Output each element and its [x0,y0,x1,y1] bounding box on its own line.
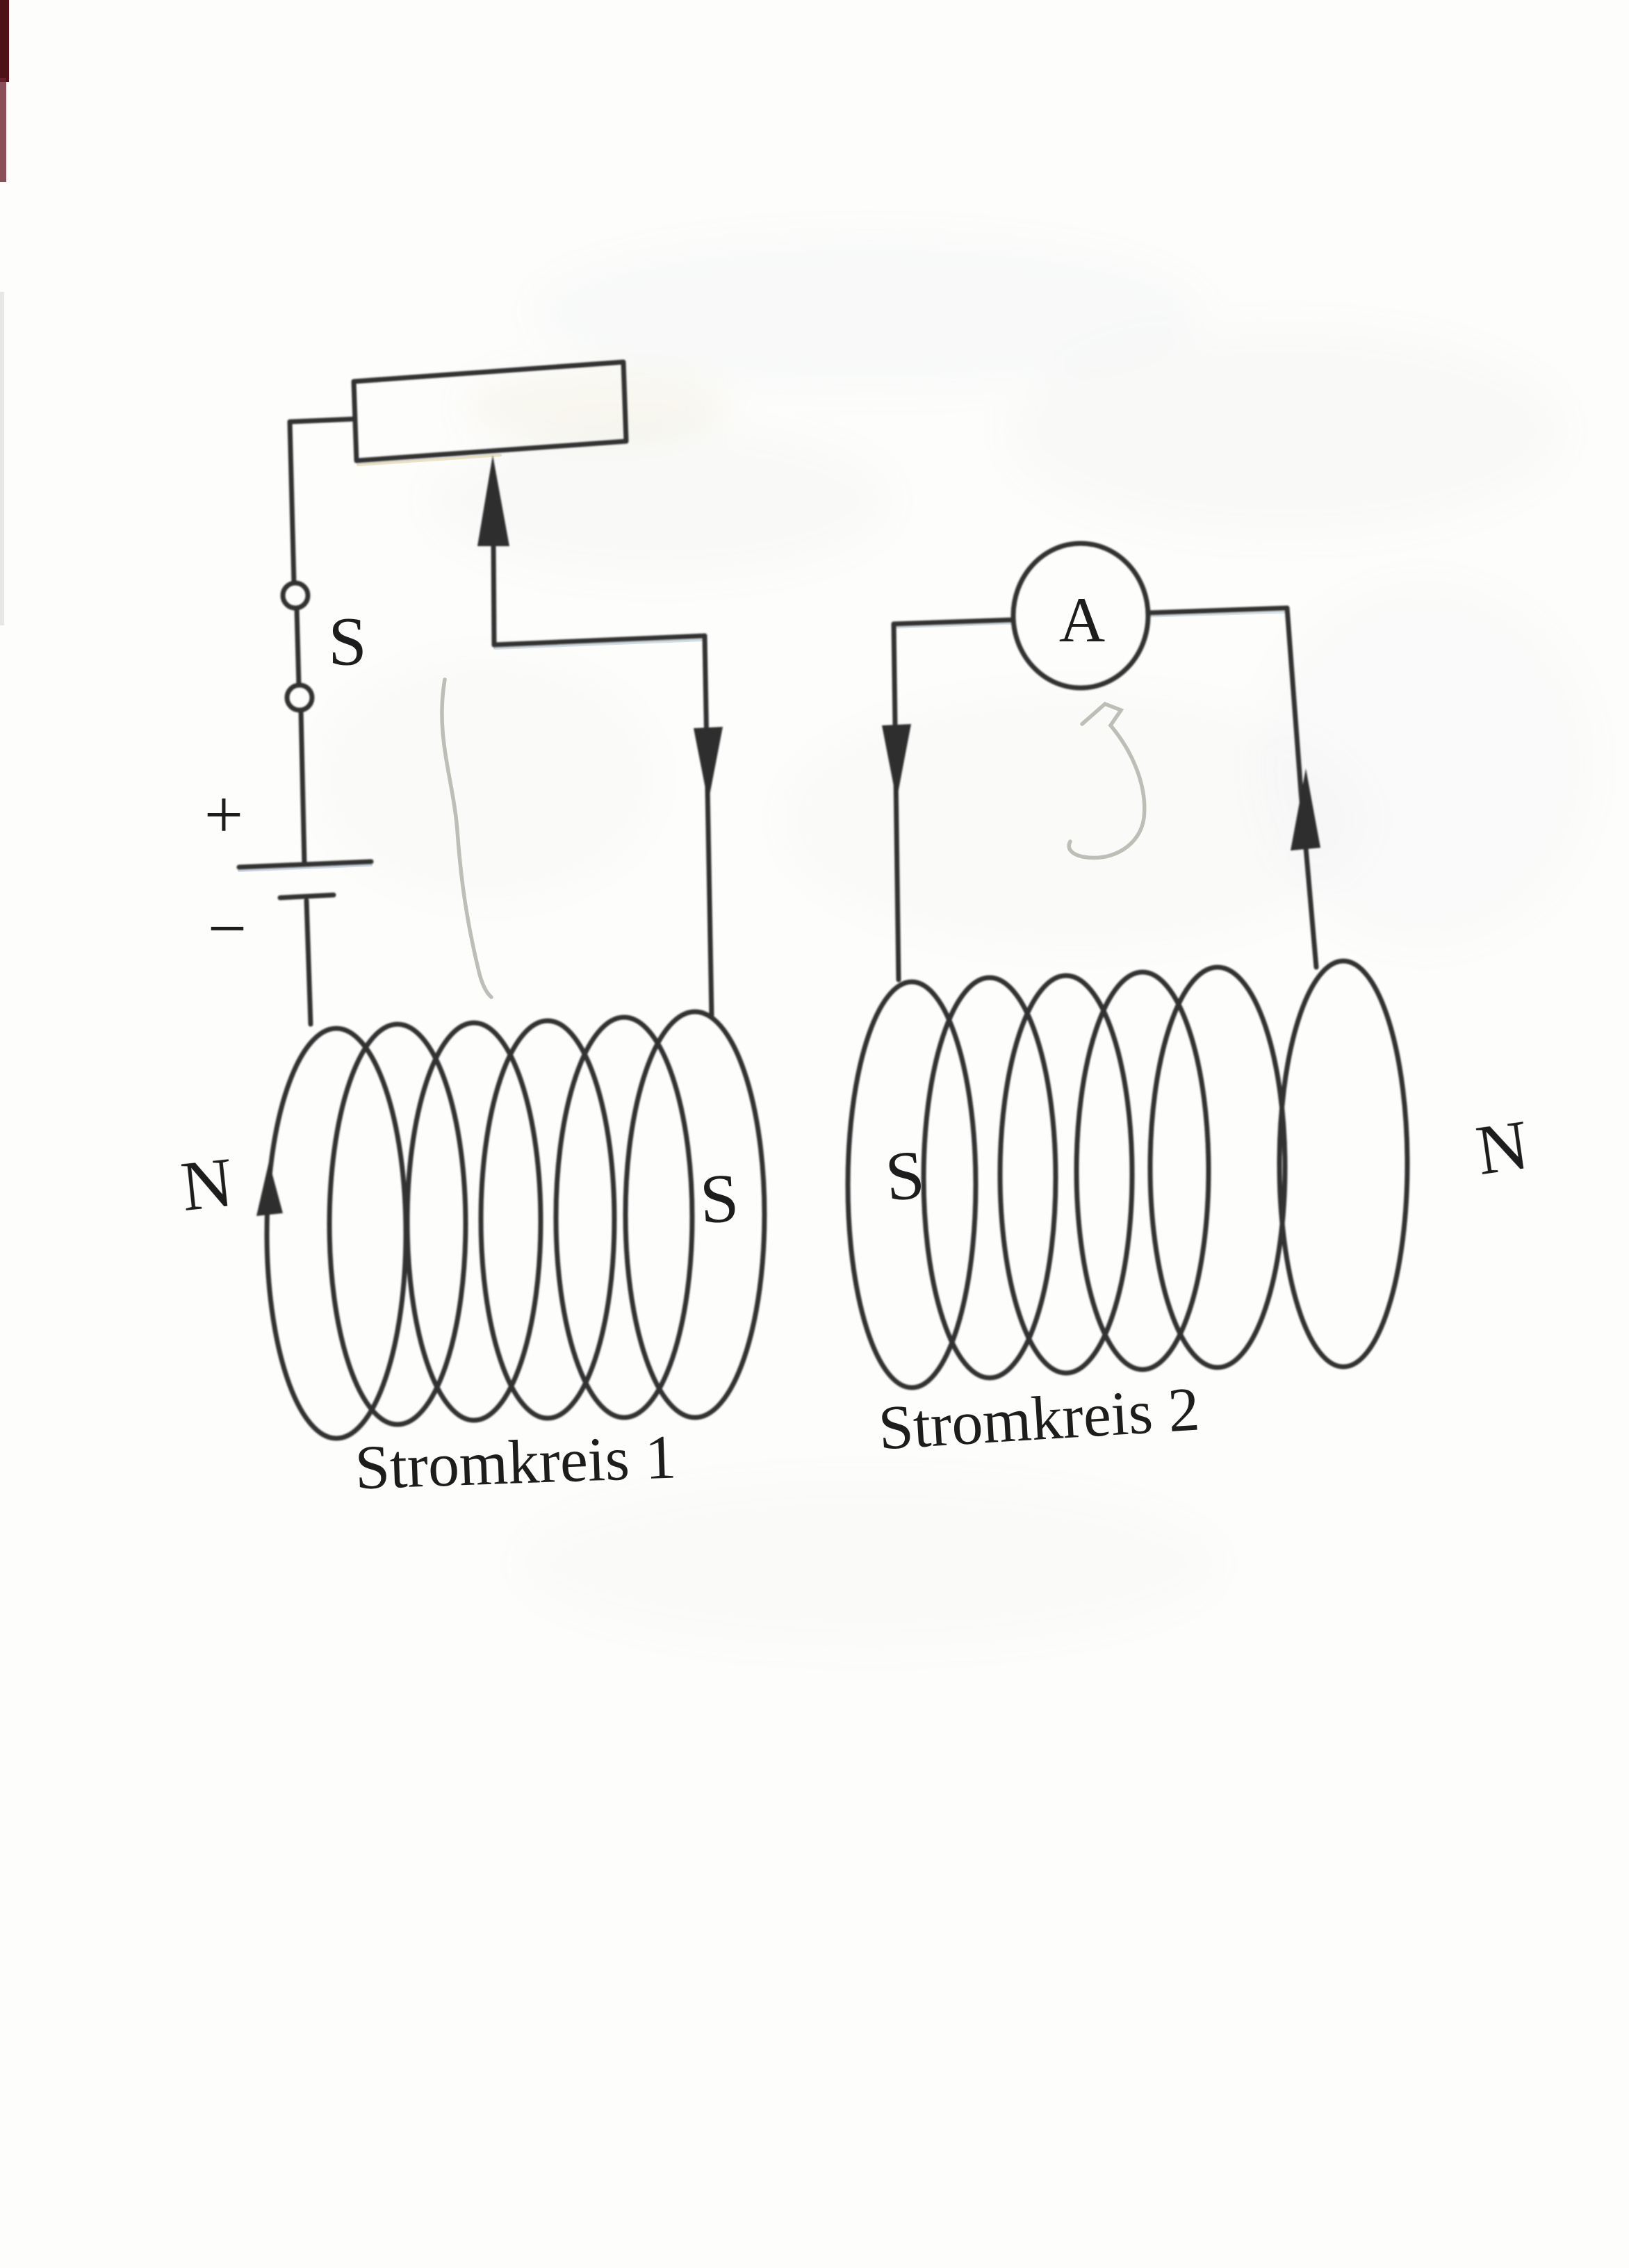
circuit1-caption: Stromkreis 1 [354,1422,678,1502]
edge-smudge [0,292,4,625]
coil1-turn [327,1021,468,1427]
coil-2 [845,958,1410,1390]
current-arrow-down-icon-2 [882,724,911,800]
scan-artifacts [0,0,1591,945]
pencil-squiggle-2 [1067,701,1147,860]
binding-edge-strip [0,0,9,82]
wire-top-horizontal [491,633,707,648]
wire-switch-upper [287,419,297,586]
battery-plus-label: + [204,776,243,853]
pencil-squiggle-1 [440,677,493,999]
coil2-south-label: S [882,1135,927,1215]
wire-rheostat-left [287,416,357,425]
coil1-turn [553,1014,695,1420]
current-arrow-down-icon [694,727,723,803]
wire-switch-gap [294,606,302,688]
coil-1 [264,1009,767,1441]
circuit-1: S + − N S Stromkreis 1 [177,359,767,1503]
coil2-turn [997,973,1135,1376]
switch-label: S [328,603,367,680]
coil2-north-label: N [1472,1106,1534,1190]
wire-left-vertical-2 [891,621,901,983]
wire-ammeter-left [891,617,1016,627]
coil2-turn [1074,969,1211,1372]
binding-edge-strip-lower [0,78,6,182]
battery-plate-short [277,892,336,901]
rheostat-box [351,359,629,463]
current-arrow-up-icon [256,1162,283,1216]
wiper-arrow-stem [491,538,497,648]
ammeter-label: A [1059,584,1105,655]
ammeter-body [1010,541,1151,691]
battery-plate-long [236,859,374,870]
coil1-turn [404,1020,543,1423]
wire-ammeter-right [1146,605,1290,616]
coil2-turn [921,975,1058,1381]
coil1-north-label: N [177,1143,236,1226]
battery-minus-label: − [208,890,247,967]
coil1-south-label: S [698,1159,740,1238]
coil2-turn [845,979,979,1390]
coil1-turn [478,1018,617,1421]
wire-right-vertical-2 [1284,605,1319,970]
current-arrow-up-icon-2 [1291,769,1320,850]
wire-switch-to-battery [298,707,307,866]
wire-battery-to-coil [304,898,313,1027]
coil2-turn [1277,958,1410,1370]
scan-color-fringe [238,454,1286,872]
coil1-turn [623,1009,767,1420]
rheostat-wiper-arrow-icon [477,455,509,546]
wire-right-vertical [702,633,714,1019]
coil2-turn [1147,964,1288,1370]
scan-mottle [320,236,1591,945]
